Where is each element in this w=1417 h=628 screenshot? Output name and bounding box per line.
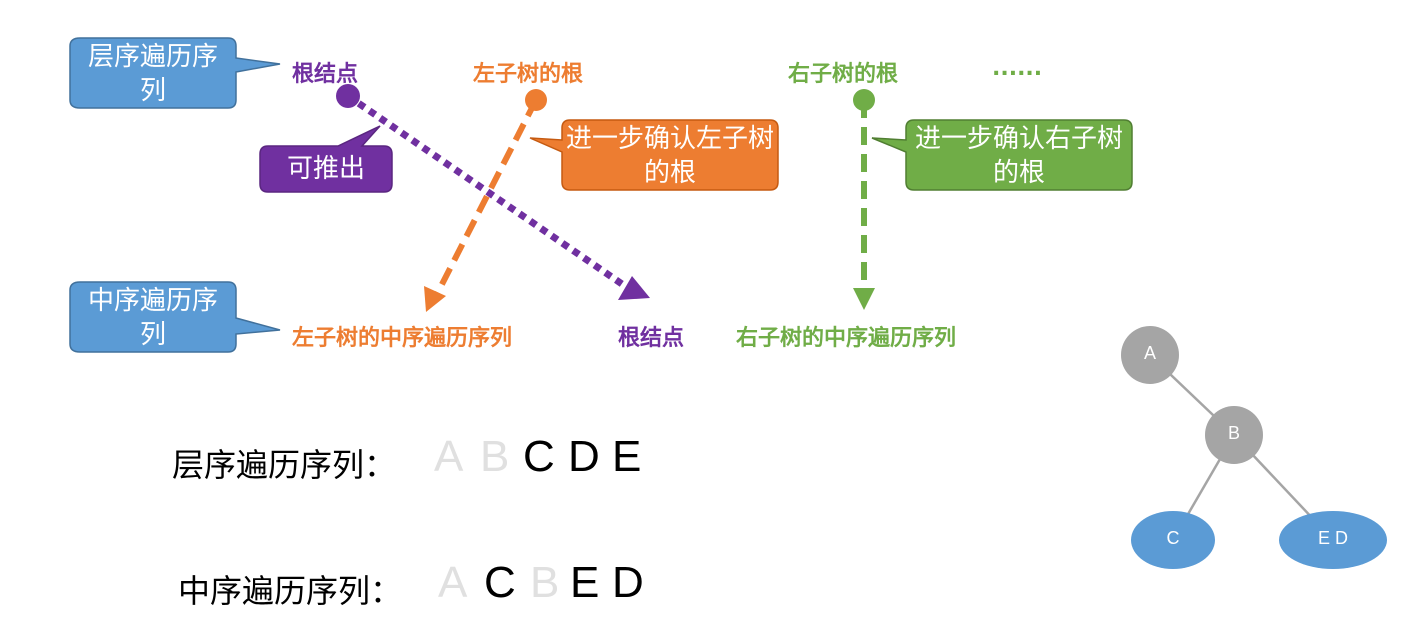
inorder-letter: C [484,558,516,607]
level-letter: D [568,432,600,481]
inorder-letter: A [438,558,468,607]
tree-node-a-label: A [1143,343,1156,363]
level-letter: B [480,432,510,481]
label-level-left-root: 左子树的根 [473,62,584,87]
tree-node-b-label: B [1227,423,1240,443]
label-level-root: 根结点 [292,62,359,87]
dot-root [336,84,360,108]
tree-node-ed-label: E D [1317,528,1348,548]
callout-confirm-left-shape [529,119,779,191]
callout-confirm-left-text: 进一步确认左子树的根 [566,124,775,188]
dot-left-root [525,89,547,111]
label-inorder-root: 根结点 [618,326,685,351]
callout-in-order-shape [69,281,281,353]
arrow-root-to-root [346,93,624,287]
label-level-ellipsis: ...... [992,56,1043,81]
callout-derive-shape [259,125,393,193]
level-letter: E [612,432,642,481]
tree-node-b [1205,406,1263,464]
arrow-right-root-head [853,288,875,310]
inorder-letter: B [530,558,560,607]
callout-confirm-right-shape [871,119,1133,191]
callout-level-order-shape [69,37,281,109]
callout-level-order-text: 层序遍历序列 [87,42,218,106]
callout-derive-text: 可推出 [286,154,365,184]
inorder-letter: D [612,558,644,607]
callout-in-order-text: 中序遍历序列 [87,286,218,350]
tree-node-a [1121,326,1179,384]
tree-node-c-label: C [1166,528,1180,548]
arrow-left-root [433,98,539,298]
arrow-root-to-root-head [618,276,650,300]
arrow-left-root-head [424,286,446,312]
level-letter: A [434,432,464,481]
label-inorder-left: 左子树的中序遍历序列 [292,326,513,351]
inorder-letter: E [570,558,600,607]
tree-node-ed [1279,511,1387,569]
in-order-label: 中序遍历序列： [178,572,403,610]
level-letter: C [523,432,555,481]
level-order-label: 层序遍历序列： [172,446,397,484]
tree-node-c [1131,511,1215,569]
label-inorder-right: 右子树的中序遍历序列 [736,326,957,351]
callout-confirm-right-text: 进一步确认右子树的根 [914,124,1123,188]
dot-right-root [853,89,875,111]
label-level-right-root: 右子树的根 [788,62,899,87]
